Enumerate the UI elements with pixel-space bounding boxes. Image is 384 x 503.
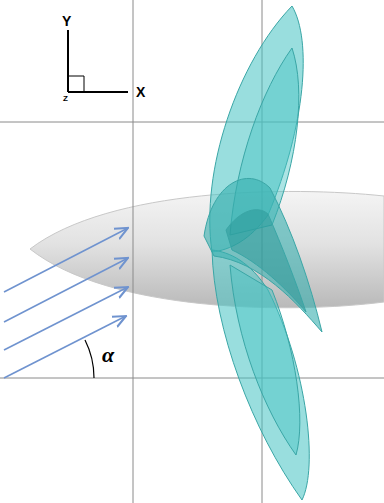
hull-body — [30, 191, 384, 307]
propeller-blades — [204, 6, 322, 500]
axis-label: X — [136, 85, 145, 99]
angle-symbol: α — [102, 344, 114, 366]
axis-triad — [68, 30, 128, 92]
angle-arc — [85, 340, 94, 378]
axis-label: Z — [63, 95, 68, 103]
flow-arrows — [4, 228, 128, 378]
axis-label: Y — [62, 14, 71, 28]
